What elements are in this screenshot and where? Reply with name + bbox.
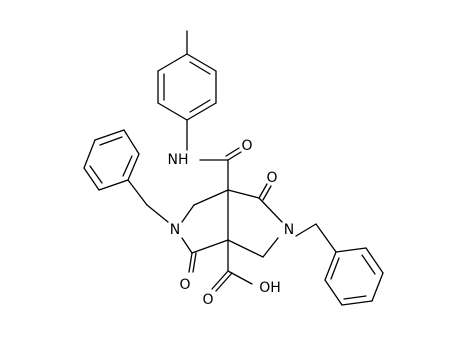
bond: [186, 102, 217, 121]
bond: [189, 61, 211, 75]
atom-labels: NH N N O O O OH O: [168, 138, 295, 308]
carboxyl-oxygen-label: O: [202, 292, 213, 308]
bond: [227, 189, 260, 199]
left-nitrogen-label: N: [170, 222, 180, 238]
bond: [258, 183, 268, 199]
bond: [262, 237, 279, 258]
bond: [193, 189, 229, 206]
bond: [157, 102, 188, 121]
bond: [127, 153, 140, 181]
bond: [89, 165, 103, 184]
bond: [330, 257, 340, 280]
hydroxyl-label: OH: [259, 280, 281, 296]
bond: [191, 239, 229, 254]
bond: [186, 53, 217, 72]
bond: [295, 223, 317, 237]
bond: [371, 272, 384, 302]
bond: [361, 254, 376, 275]
bond: [315, 223, 337, 253]
bond: [189, 99, 211, 113]
bond: [324, 251, 337, 281]
lower-ketone-oxygen-label: O: [179, 277, 190, 293]
bond: [225, 147, 240, 157]
right-benzyl: [295, 223, 384, 306]
bond: [99, 136, 123, 146]
bond: [215, 272, 233, 292]
bond: [83, 167, 100, 191]
right-nitrogen-label: N: [284, 222, 294, 238]
bond: [98, 179, 129, 191]
bond: [181, 237, 193, 254]
bond: [227, 239, 264, 258]
bond: [335, 247, 367, 253]
bond: [146, 204, 169, 223]
upper-ketone-oxygen-label: O: [266, 170, 277, 186]
bicyclic-core: [181, 183, 283, 273]
amide-oxygen-label: O: [241, 138, 252, 154]
tolyl-ring: [157, 30, 217, 121]
bond: [324, 279, 343, 306]
bond: [123, 129, 140, 155]
bond: [343, 295, 367, 300]
bond: [227, 151, 242, 161]
bond: [181, 204, 195, 223]
amide-group: [186, 119, 242, 191]
bond: [122, 155, 133, 177]
bond: [192, 252, 197, 273]
bond: [127, 179, 148, 206]
bond: [365, 247, 384, 274]
carboxylic-acid-group: [211, 239, 253, 292]
bond: [341, 300, 373, 306]
bond: [188, 252, 193, 273]
bond: [94, 129, 125, 141]
bond: [157, 53, 188, 72]
bond: [227, 270, 253, 285]
bond: [211, 270, 229, 290]
bond: [258, 197, 283, 223]
nh-label: NH: [168, 152, 189, 168]
left-benzyl: [83, 129, 169, 223]
bond: [83, 139, 96, 169]
bond: [262, 185, 272, 201]
